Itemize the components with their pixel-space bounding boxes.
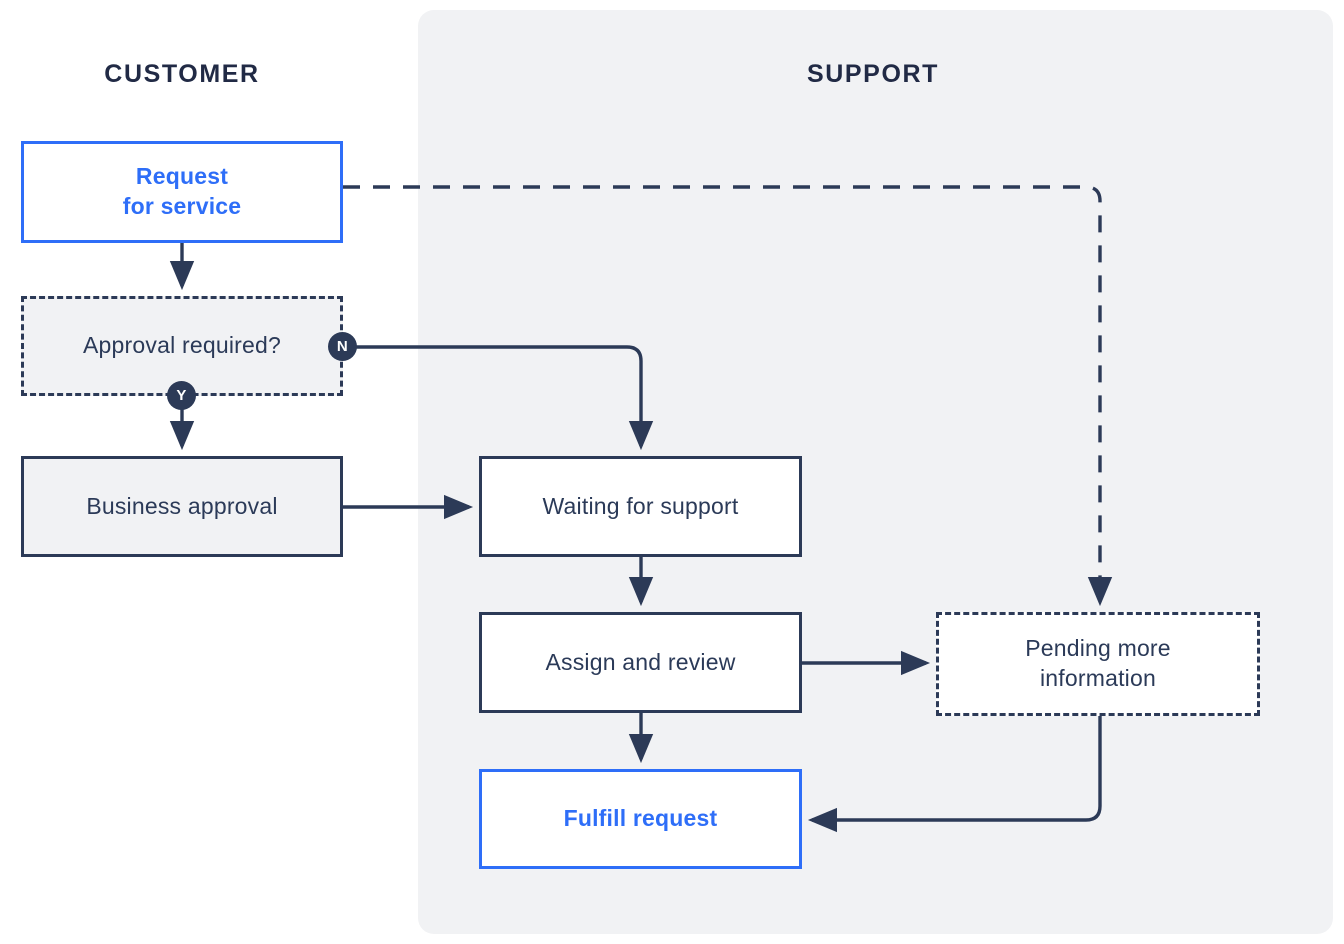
node-business-approval[interactable]: Business approval	[21, 456, 343, 557]
node-fulfill-request[interactable]: Fulfill request	[479, 769, 802, 869]
node-business-approval-label: Business approval	[86, 492, 278, 519]
badge-no: N	[328, 332, 357, 361]
node-waiting-for-support-label: Waiting for support	[542, 492, 739, 519]
node-request-for-service-line1: Request	[135, 163, 229, 190]
node-pending-more-information-line2: information	[1040, 665, 1156, 691]
node-request-for-service-line2: for service	[122, 193, 242, 219]
node-assign-and-review-label: Assign and review	[545, 648, 736, 675]
node-pending-more-information-line1: Pending more	[1025, 635, 1171, 662]
node-assign-and-review[interactable]: Assign and review	[479, 612, 802, 713]
swimlane-title-support: SUPPORT	[806, 60, 940, 88]
node-approval-required-label: Approval required?	[83, 332, 281, 359]
swimlane-title-customer: CUSTOMER	[104, 60, 260, 88]
node-fulfill-request-label: Fulfill request	[563, 805, 718, 832]
edge-pending-to-fulfill	[807, 716, 1102, 833]
edge-no-to-waiting	[343, 345, 654, 451]
node-request-for-service[interactable]: Request for service	[21, 141, 343, 243]
node-waiting-for-support[interactable]: Waiting for support	[479, 456, 802, 557]
edge-request-to-pending	[343, 185, 1113, 607]
badge-yes: Y	[167, 381, 196, 410]
node-pending-more-information[interactable]: Pending more information	[936, 612, 1260, 716]
